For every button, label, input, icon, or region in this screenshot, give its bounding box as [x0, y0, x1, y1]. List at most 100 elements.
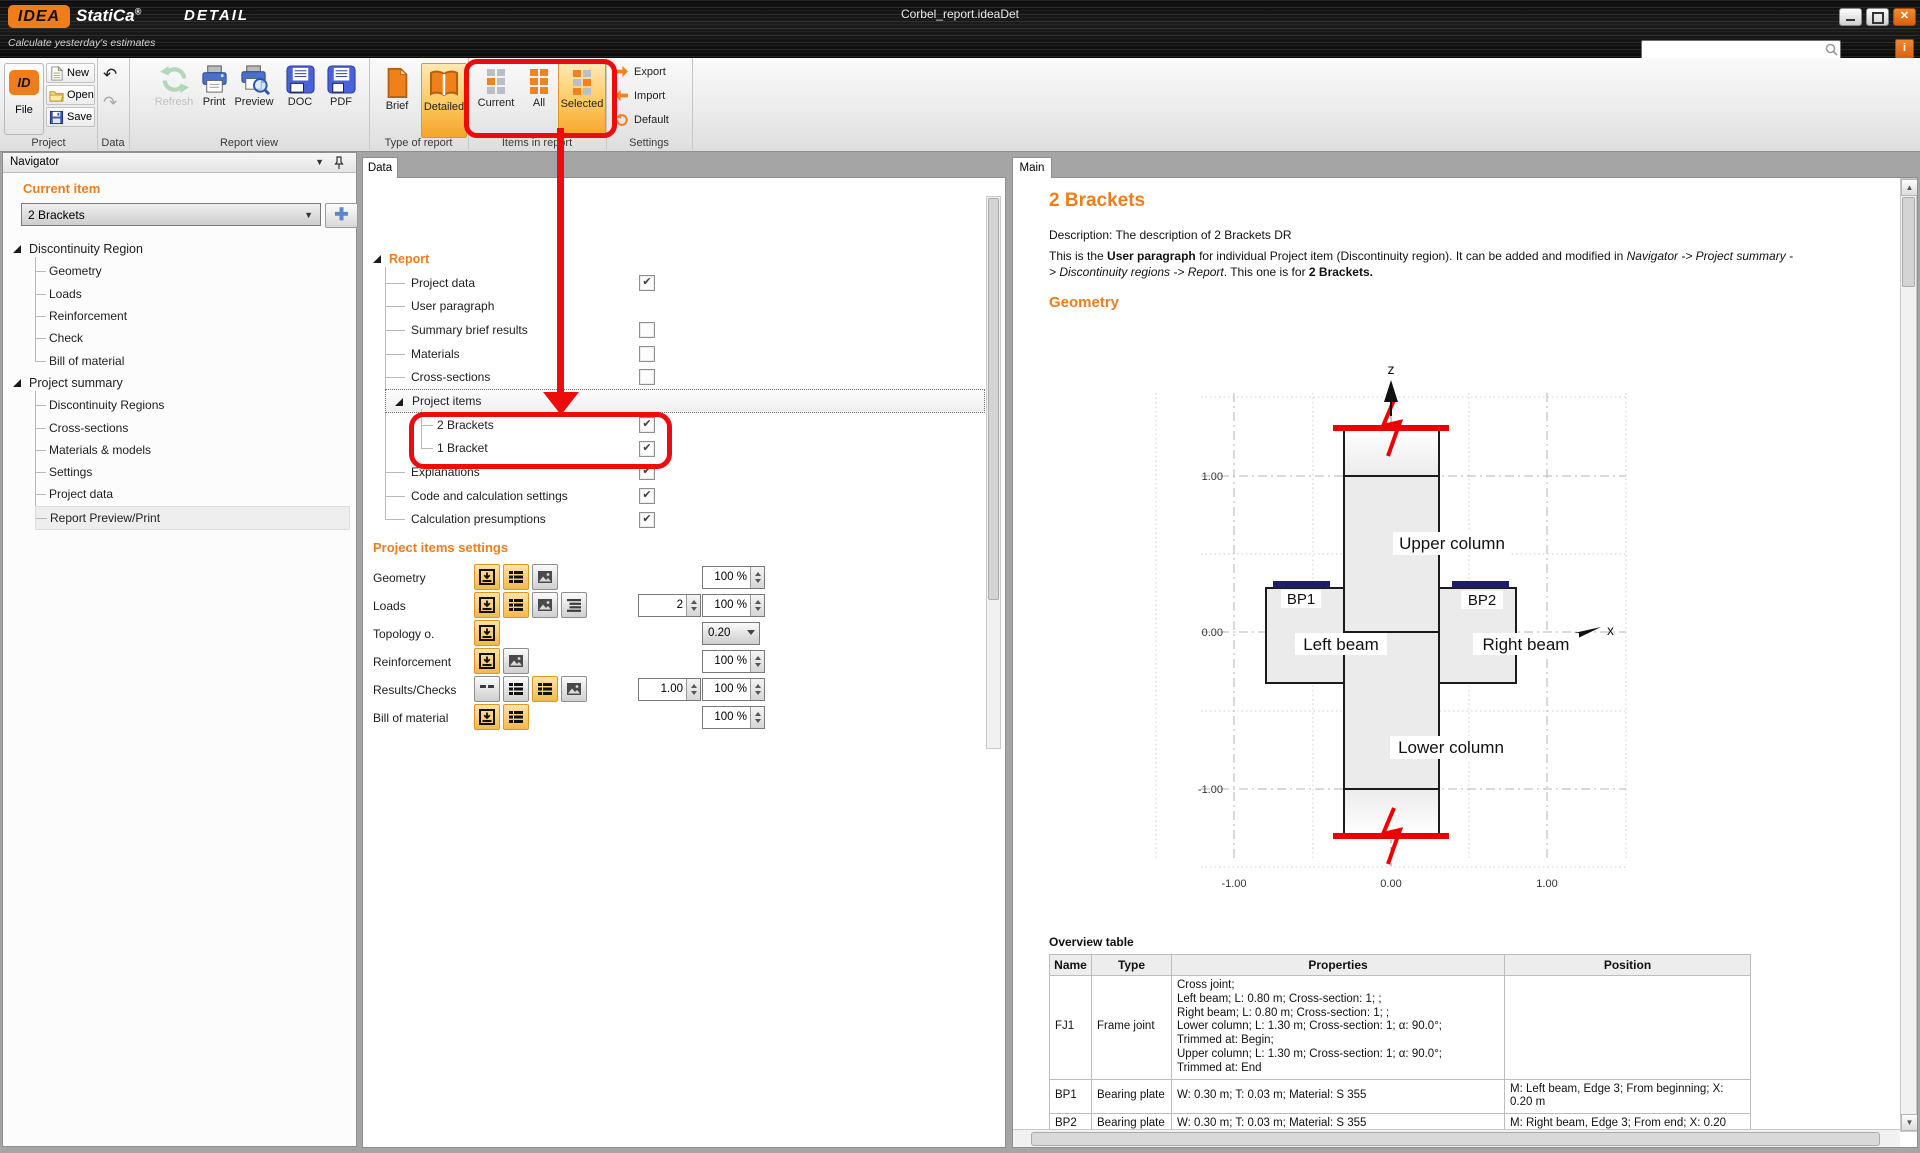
spin-up-icon[interactable] — [691, 600, 697, 604]
sidebar-item-report-preview-print[interactable]: Report Preview/Print — [35, 506, 350, 530]
default-button[interactable]: Default — [614, 113, 669, 127]
line-icon-button[interactable] — [474, 676, 500, 702]
export-button[interactable]: Export — [614, 65, 666, 78]
sidebar-item-bill-of-material[interactable]: Bill of material — [35, 349, 350, 371]
save-button[interactable]: Save — [46, 107, 95, 127]
picture-icon-button[interactable] — [532, 564, 558, 590]
spin-up-icon[interactable] — [755, 656, 761, 660]
expander-icon[interactable] — [13, 379, 21, 387]
items-selected-button[interactable]: Selected — [558, 63, 606, 138]
items-all-button[interactable]: All — [522, 63, 556, 136]
spin-up-icon[interactable] — [755, 684, 761, 688]
spinner[interactable]: 2 — [638, 594, 701, 617]
table-icon-button[interactable] — [532, 676, 558, 702]
scroll-down-icon[interactable]: ▼ — [1901, 1114, 1918, 1131]
expander-icon[interactable] — [373, 255, 381, 263]
scrollbar-thumb[interactable] — [1031, 1132, 1880, 1146]
sidebar-item-settings[interactable]: Settings — [35, 461, 350, 483]
spin-down-icon[interactable] — [755, 663, 761, 667]
data-scrollbar[interactable] — [986, 196, 1001, 749]
main-h-scrollbar[interactable] — [1013, 1129, 1900, 1147]
checkbox[interactable]: ✔ — [639, 488, 655, 504]
spin-up-icon[interactable] — [755, 572, 761, 576]
undo-button[interactable]: ↶ — [103, 66, 117, 83]
drawing-icon-button[interactable] — [474, 704, 500, 730]
new-button[interactable]: New — [46, 63, 95, 83]
checkbox[interactable] — [639, 322, 655, 338]
spinner-arrows[interactable] — [750, 651, 764, 672]
brief-button[interactable]: Brief — [377, 63, 417, 136]
sidebar-item-project-data[interactable]: Project data — [35, 483, 350, 505]
spin-down-icon[interactable] — [755, 607, 761, 611]
spinner-arrows[interactable] — [750, 567, 764, 588]
sidebar-section-project-summary[interactable]: Project summary — [13, 372, 350, 394]
tab-main[interactable]: Main — [1012, 157, 1052, 178]
picture-icon-button[interactable] — [561, 676, 587, 702]
report-tree-root[interactable]: Report — [373, 247, 985, 271]
drawing-icon-button[interactable] — [474, 648, 500, 674]
report-item-summary-brief-results[interactable]: Summary brief results — [385, 318, 985, 342]
info-button[interactable]: i — [1895, 39, 1914, 59]
table-icon-button[interactable] — [503, 676, 529, 702]
detailed-table-icon-button[interactable] — [561, 592, 587, 618]
report-item-user-paragraph[interactable]: User paragraph — [385, 294, 985, 318]
sidebar-item-check[interactable]: Check — [35, 327, 350, 349]
scrollbar-thumb[interactable] — [988, 198, 999, 600]
maximize-button[interactable] — [1866, 8, 1889, 26]
sidebar-item-reinforcement[interactable]: Reinforcement — [35, 305, 350, 327]
sidebar-item-discontinuity-regions[interactable]: Discontinuity Regions — [35, 394, 350, 416]
main-scrollbar[interactable]: ▲ ▼ — [1900, 178, 1917, 1132]
print-button[interactable]: Print — [194, 64, 234, 108]
checkbox[interactable] — [639, 369, 655, 385]
spinner[interactable]: 100 % — [702, 706, 765, 729]
spinner[interactable]: 1.00 — [638, 678, 701, 701]
sidebar-item-materials-models[interactable]: Materials & models — [35, 439, 350, 461]
spinner[interactable]: 100 % — [702, 650, 765, 673]
add-item-button[interactable]: ✚ — [325, 203, 358, 228]
picture-icon-button[interactable] — [532, 592, 558, 618]
drawing-icon-button[interactable] — [474, 564, 500, 590]
refresh-button[interactable]: Refresh — [151, 64, 197, 108]
report-item-cross-sections[interactable]: Cross-sections — [385, 365, 985, 389]
redo-button[interactable]: ↷ — [103, 94, 117, 111]
checkbox[interactable]: ✔ — [639, 441, 655, 457]
import-button[interactable]: Import — [614, 89, 665, 102]
report-item-1-bracket[interactable]: 1 Bracket✔ — [421, 437, 985, 461]
search-input[interactable] — [1644, 42, 1824, 58]
minimize-button[interactable] — [1839, 8, 1862, 26]
spin-down-icon[interactable] — [755, 579, 761, 583]
spinner[interactable]: 100 % — [702, 566, 765, 589]
spinner-arrows[interactable] — [750, 707, 764, 728]
tab-data[interactable]: Data — [362, 157, 398, 178]
spin-down-icon[interactable] — [691, 607, 697, 611]
checkbox[interactable]: ✔ — [639, 464, 655, 480]
scrollbar-thumb[interactable] — [1902, 197, 1915, 287]
spin-down-icon[interactable] — [755, 691, 761, 695]
spinner-arrows[interactable] — [686, 595, 700, 616]
scroll-up-icon[interactable]: ▲ — [1901, 179, 1918, 196]
report-item-explanations[interactable]: Explanations✔ — [385, 460, 985, 484]
report-item-2-brackets[interactable]: 2 Brackets✔ — [421, 413, 985, 437]
table-icon-button[interactable] — [503, 592, 529, 618]
spinner-arrows[interactable] — [750, 595, 764, 616]
drawing-icon-button[interactable] — [474, 592, 500, 618]
open-button[interactable]: Open — [46, 85, 95, 105]
report-item-project-data[interactable]: Project data✔ — [385, 271, 985, 295]
report-item-code-and-calculation-settings[interactable]: Code and calculation settings✔ — [385, 484, 985, 508]
search-box[interactable] — [1641, 40, 1841, 60]
sidebar-item-loads[interactable]: Loads — [35, 283, 350, 305]
spin-up-icon[interactable] — [755, 600, 761, 604]
table-icon-button[interactable] — [503, 564, 529, 590]
spinner-arrows[interactable] — [750, 679, 764, 700]
expander-icon[interactable] — [13, 245, 21, 253]
sidebar-section-discontinuity-region[interactable]: Discontinuity Region — [13, 238, 350, 260]
items-current-button[interactable]: Current — [472, 63, 520, 136]
spinner-arrows[interactable] — [686, 679, 700, 700]
checkbox[interactable]: ✔ — [639, 275, 655, 291]
checkbox[interactable]: ✔ — [639, 417, 655, 433]
report-item-project-items[interactable]: Project items — [385, 389, 985, 413]
pin-icon[interactable] — [334, 156, 344, 170]
pdf-export-button[interactable]: PDF — [321, 64, 361, 108]
dropdown[interactable]: 0.20 — [702, 622, 760, 645]
chevron-down-icon[interactable]: ▼ — [315, 153, 324, 172]
